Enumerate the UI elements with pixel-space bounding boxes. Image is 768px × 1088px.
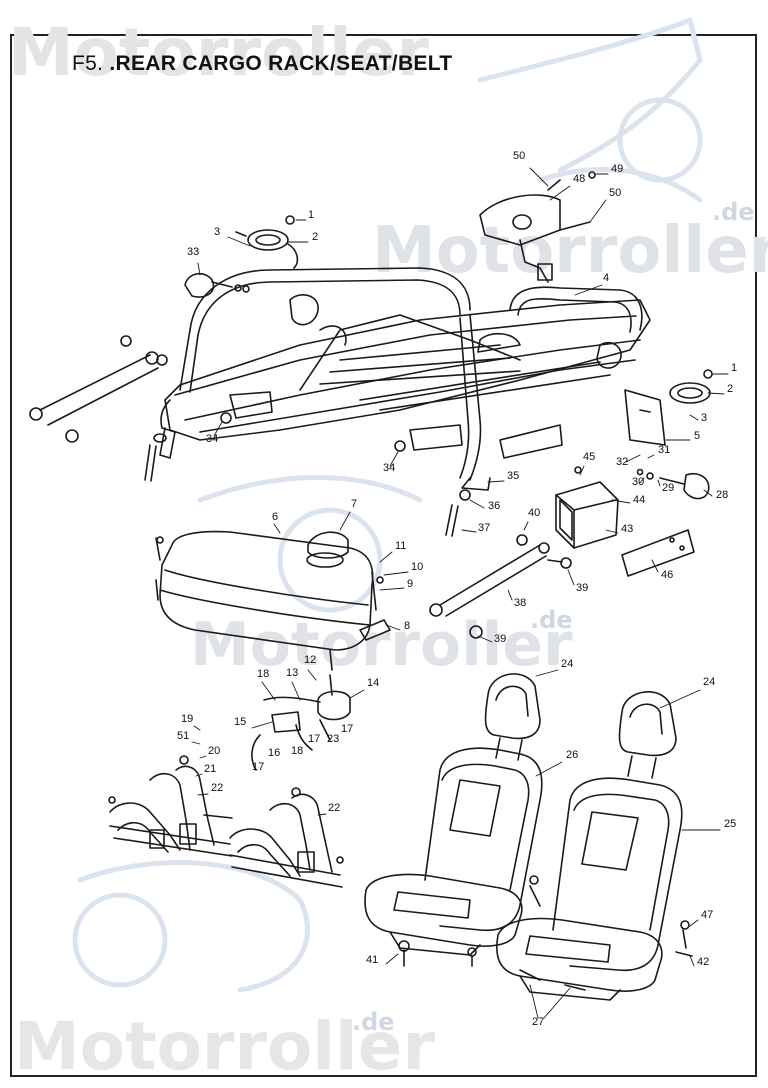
callout-43: 43 (621, 523, 634, 535)
watermark-bottom: Motorroller (14, 1008, 435, 1085)
seat-belt-left (108, 755, 233, 857)
callout-13: 13 (286, 667, 299, 679)
callout-21: 21 (204, 763, 217, 775)
callout-32: 32 (616, 456, 629, 468)
callout-7: 7 (351, 498, 358, 510)
callout-33: 33 (187, 246, 200, 258)
callout-16: 16 (268, 747, 281, 759)
callout-50: 50 (609, 187, 622, 199)
leader-lines (191, 167, 729, 1019)
callout-30: 30 (632, 476, 645, 488)
callout-50: 50 (513, 150, 526, 162)
callout-27: 27 (532, 1016, 545, 1028)
drawing-frame (10, 34, 757, 1077)
figure-title: .REAR CARGO RACK/SEAT/BELT (109, 52, 453, 75)
lamp-housing-43 (555, 466, 619, 549)
figure-code: F5. (72, 52, 104, 75)
callout-47: 47 (701, 909, 714, 921)
strut-38 (429, 489, 572, 639)
callout-4: 4 (603, 272, 610, 284)
bracket-48 (479, 171, 596, 283)
callout-17: 17 (252, 761, 265, 773)
callout-46: 46 (661, 569, 674, 581)
headrest-left (484, 673, 541, 761)
callout-37: 37 (478, 522, 491, 534)
callout-15: 15 (234, 716, 247, 728)
callout-5: 5 (694, 430, 701, 442)
scooter-watermark-graphics (72, 17, 703, 993)
callout-20: 20 (208, 745, 221, 757)
callout-48: 48 (573, 173, 586, 185)
callout-44: 44 (633, 494, 646, 506)
watermark-right: Motorroller (372, 214, 768, 288)
callout-23: 23 (327, 733, 340, 745)
watermark-middle-tld: .de (530, 606, 573, 634)
callout-39: 39 (494, 633, 507, 645)
watermark-right-tld: .de (712, 198, 755, 226)
fuel-tank (155, 530, 391, 671)
headrest-right (618, 691, 677, 779)
callout-49: 49 (611, 163, 624, 175)
callout-42: 42 (697, 956, 710, 968)
turn-signal-33 (184, 272, 250, 298)
callout-24: 24 (703, 676, 716, 688)
callout-25: 25 (724, 818, 737, 830)
callout-19: 19 (181, 713, 194, 725)
callout-12: 12 (304, 654, 317, 666)
seat-left (364, 747, 543, 967)
callout-1: 1 (308, 209, 315, 221)
callout-3: 3 (214, 226, 221, 238)
callout-18: 18 (291, 745, 304, 757)
callout-22: 22 (211, 782, 224, 794)
callout-3: 3 (701, 412, 708, 424)
callout-10: 10 (411, 561, 424, 573)
callout-38: 38 (514, 597, 527, 609)
watermark-top: Motorroller (8, 14, 429, 91)
callout-40: 40 (528, 507, 541, 519)
tail-lamp-left (235, 215, 299, 269)
callout-31: 31 (658, 444, 671, 456)
callout-9: 9 (407, 578, 414, 590)
turn-signal-28 (636, 468, 710, 500)
callout-41: 41 (366, 954, 379, 966)
callout-34: 34 (383, 462, 396, 474)
seat-belt-right (203, 787, 344, 888)
callout-14: 14 (367, 677, 380, 689)
callout-6: 6 (272, 511, 279, 523)
callout-35: 35 (507, 470, 520, 482)
callout-8: 8 (404, 620, 411, 632)
callout-17: 17 (308, 733, 321, 745)
page-title: F5. .REAR CARGO RACK/SEAT/BELT (72, 52, 452, 76)
watermark-bottom-tld: .de (352, 1008, 395, 1036)
strut-left (29, 335, 168, 443)
callout-39: 39 (576, 582, 589, 594)
seat-right (496, 777, 693, 1001)
callout-36: 36 (488, 500, 501, 512)
callout-18: 18 (257, 668, 270, 680)
callout-17: 17 (341, 723, 354, 735)
callout-2: 2 (727, 383, 734, 395)
callout-45: 45 (583, 451, 596, 463)
callout-11: 11 (395, 540, 407, 552)
callout-22: 22 (328, 802, 341, 814)
callout-29: 29 (662, 482, 675, 494)
callout-2: 2 (312, 231, 319, 243)
callout-24: 24 (561, 658, 574, 670)
cargo-rack (159, 267, 651, 491)
callout-34: 34 (206, 433, 219, 445)
callout-51: 51 (177, 730, 190, 742)
callout-26: 26 (566, 749, 579, 761)
callout-1: 1 (731, 362, 738, 374)
bolt-rack (144, 412, 406, 482)
fuel-pump (251, 674, 351, 771)
plate-46 (621, 529, 695, 577)
callout-28: 28 (716, 489, 729, 501)
